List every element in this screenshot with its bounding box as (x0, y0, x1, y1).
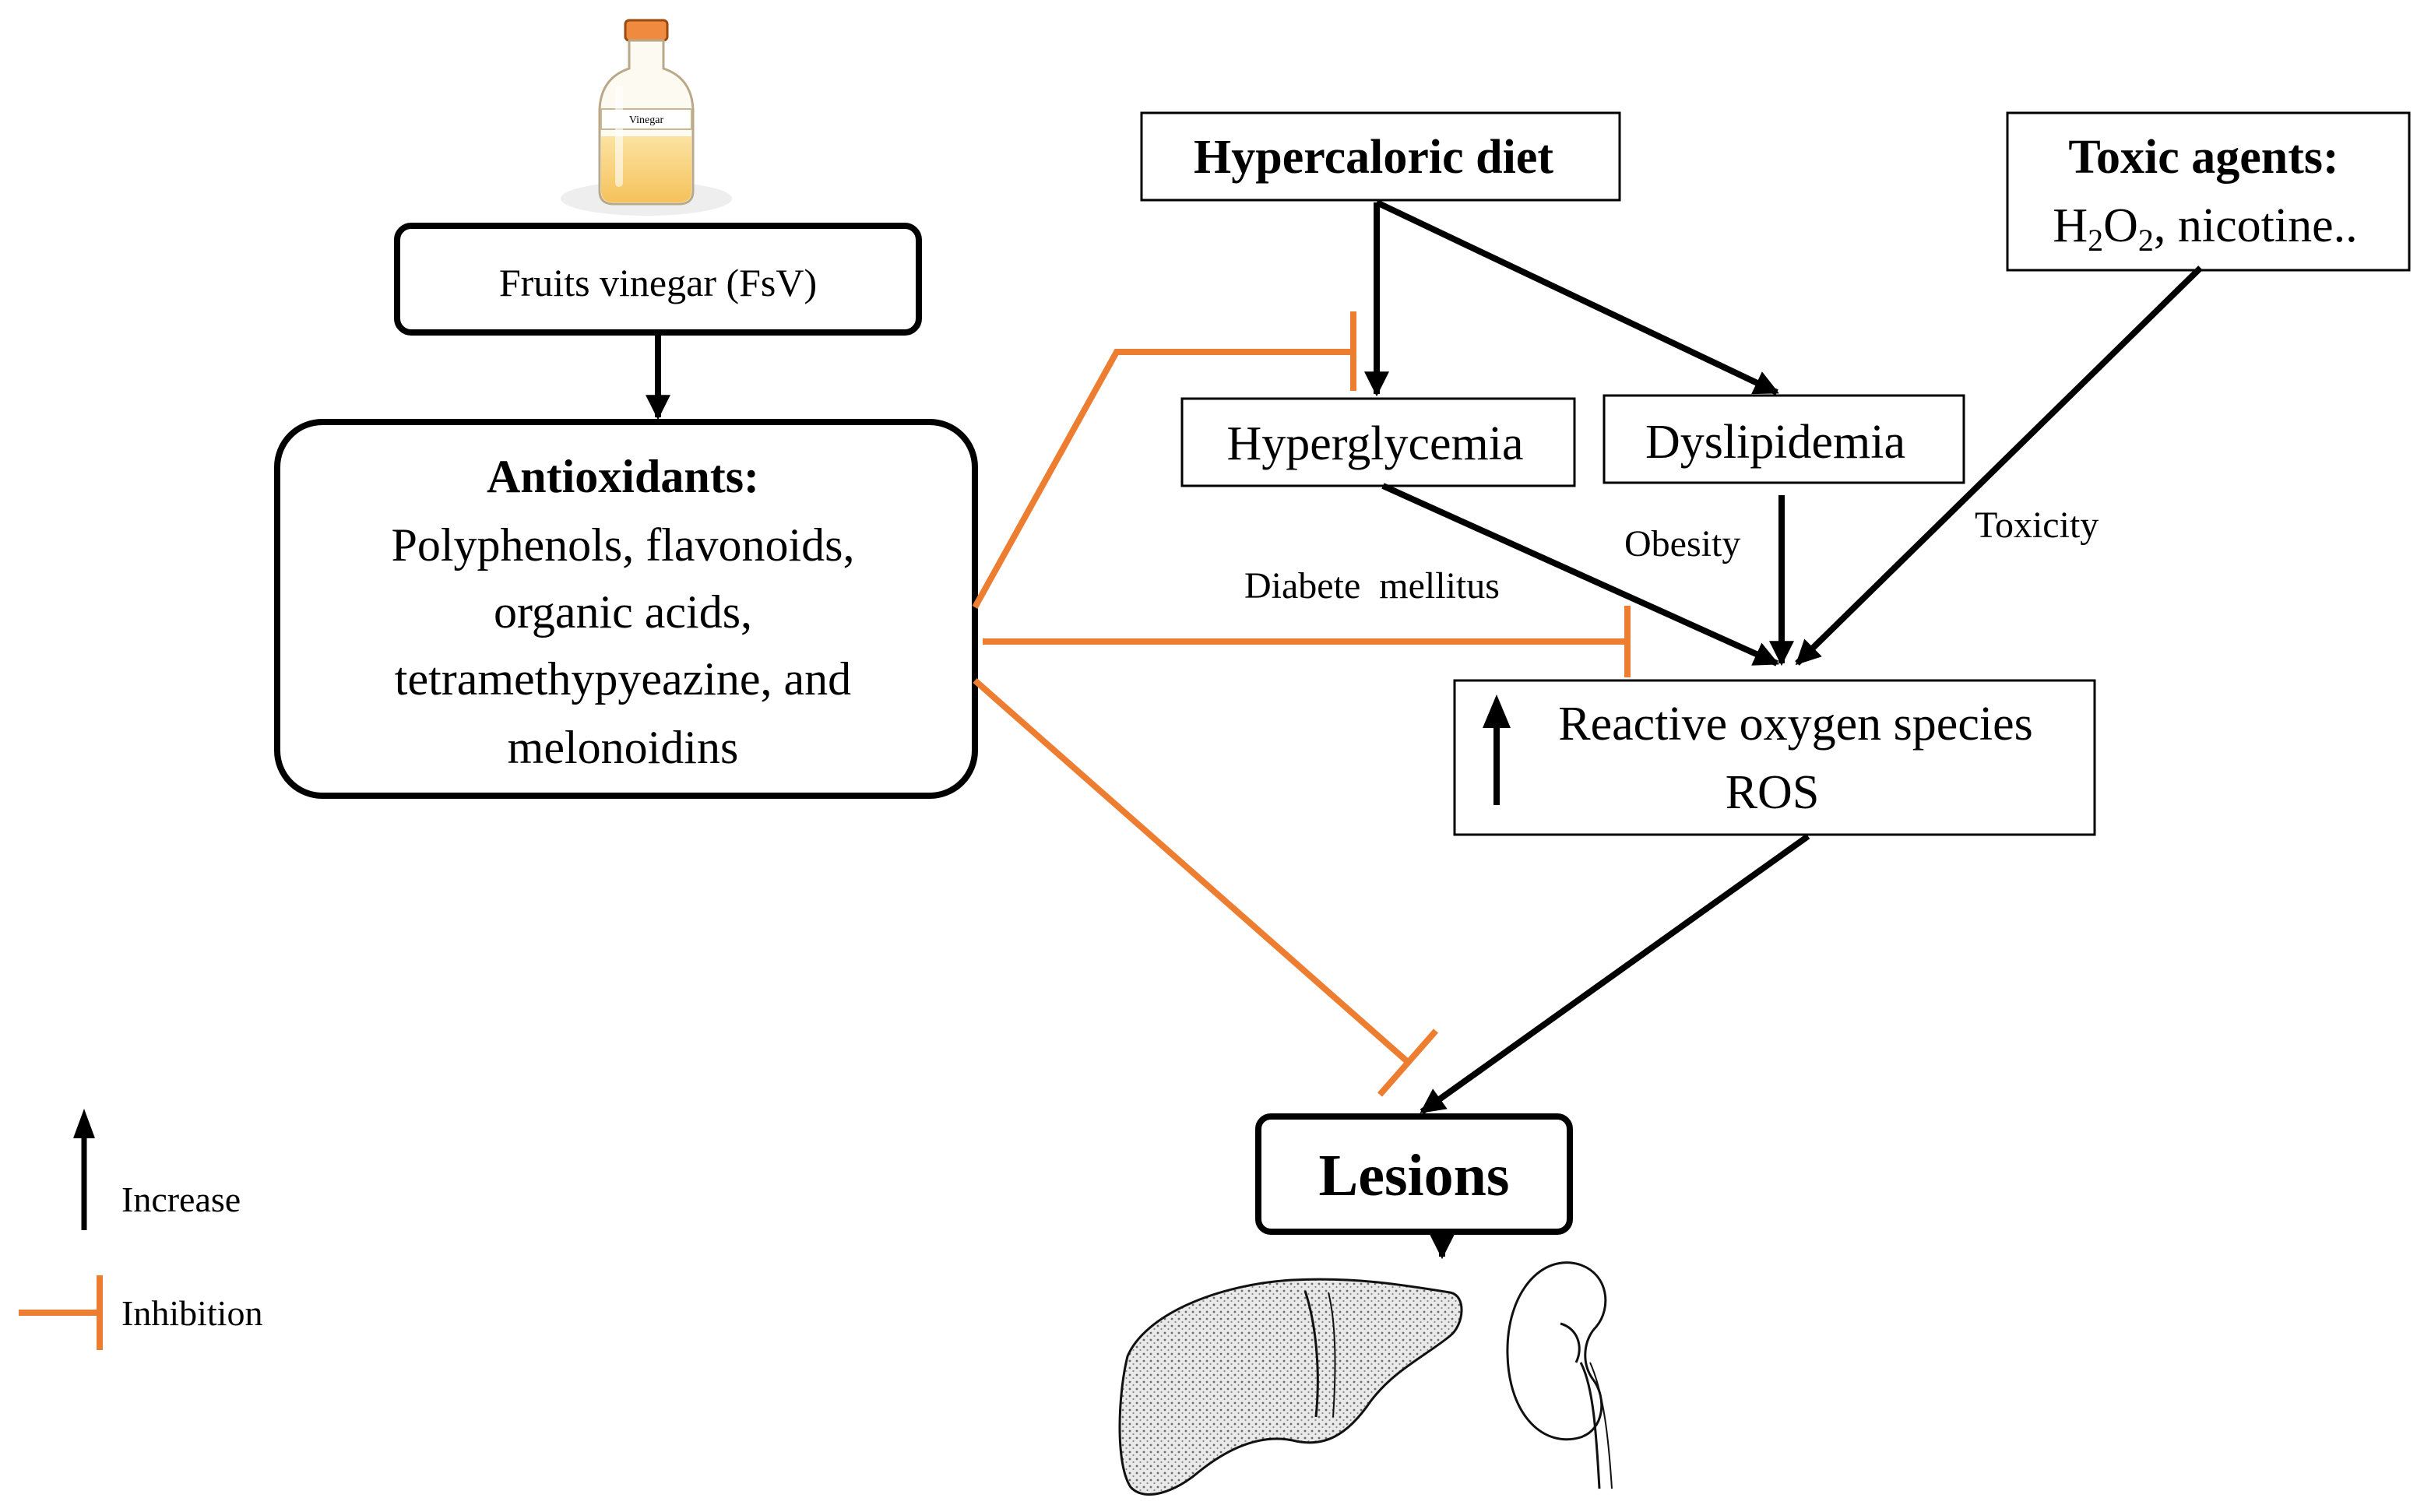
legend-increase-icon (73, 1109, 95, 1230)
kidney-icon (1506, 1261, 1613, 1489)
legend: Increase Inhibition (19, 1109, 262, 1350)
toxicity-label: Toxicity (1975, 505, 2099, 546)
inhibit-hyperglycemia (972, 349, 1353, 609)
formula-h: H (2053, 199, 2088, 252)
ros-node: Reactive oxygen species ROS (1453, 679, 2096, 836)
obesity-label: Obesity (1624, 523, 1740, 564)
ros-line-1: Reactive oxygen species (1558, 698, 2032, 751)
legend-increase-label: Increase (121, 1180, 241, 1219)
antioxidants-line-4: melonoidins (508, 722, 739, 773)
inhibition-lines (972, 311, 1631, 1097)
formula-h-subscript: 2 (2088, 223, 2103, 258)
antioxidants-title: Antioxidants: (487, 451, 759, 502)
increase-arrows (646, 199, 2203, 1260)
hyperglycemia-node: Hyperglycemia (1180, 397, 1576, 487)
formula-o-subscript: 2 (2138, 223, 2154, 258)
antioxidants-node: Antioxidants: Polyphenols, flavonoids, o… (274, 419, 978, 799)
arrow-diet-to-dyslipidemia (1375, 199, 1779, 396)
antioxidants-line-3: tetramethypyeazine, and (395, 653, 851, 705)
bottle-label: Vinegar (629, 114, 664, 126)
dyslipidemia-node: Dyslipidemia (1603, 394, 1965, 484)
antioxidants-line-2: organic acids, (494, 586, 752, 638)
toxic-agents-title: Toxic agents: (2068, 131, 2338, 184)
formula-rest: , nicotine.. (2154, 199, 2358, 252)
inhibit-lesions (973, 677, 1410, 1065)
hyperglycemia-label: Hyperglycemia (1226, 417, 1523, 470)
vinegar-bottle-icon: Vinegar (561, 19, 732, 216)
lesions-label: Lesions (1319, 1143, 1510, 1208)
legend-inhibition-label: Inhibition (121, 1293, 262, 1333)
hypercaloric-diet-node: Hypercaloric diet (1140, 111, 1621, 202)
lesions-node: Lesions (1255, 1113, 1573, 1235)
fruits-vinegar-node: Fruits vinegar (FsV) (394, 223, 922, 336)
toxic-agents-node: Toxic agents: H2O2, nicotine.. (2006, 111, 2411, 272)
fruits-vinegar-label: Fruits vinegar (FsV) (499, 261, 817, 304)
up-arrow-icon (1483, 694, 1511, 805)
arrow-hyperglycemia-to-ros (1381, 483, 1779, 666)
arrow-ros-to-lesions (1420, 833, 1810, 1115)
dyslipidemia-label: Dyslipidemia (1645, 416, 1905, 469)
liver-icon (1118, 1278, 1463, 1496)
legend-inhibition-icon (19, 1275, 103, 1350)
antioxidants-line-1: Polyphenols, flavonoids, (392, 519, 855, 571)
arrow-toxic-to-ros (1795, 265, 2203, 666)
formula-o: O (2103, 199, 2138, 252)
ros-line-2: ROS (1726, 766, 1820, 819)
hypercaloric-diet-label: Hypercaloric diet (1194, 131, 1553, 184)
diabetes-mellitus-label: Diabete mellitus (1244, 565, 1500, 607)
toxic-agents-formula: H2O2, nicotine.. (2053, 199, 2357, 258)
